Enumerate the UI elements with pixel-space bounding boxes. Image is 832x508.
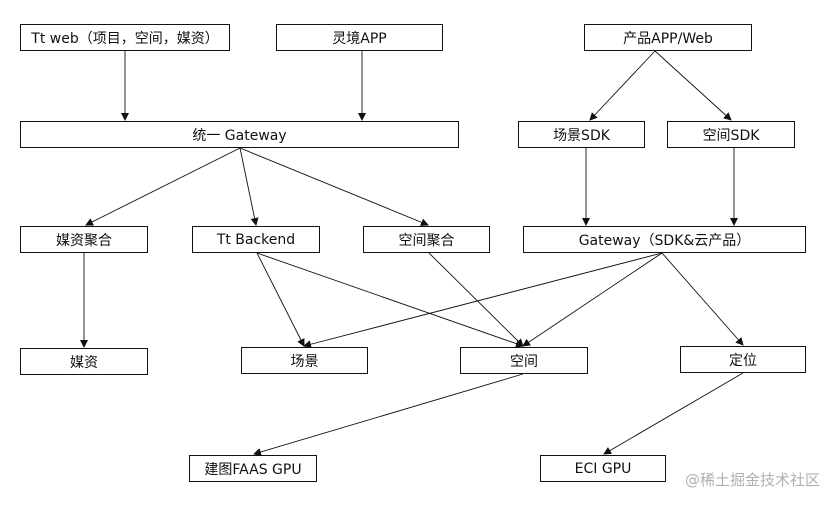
node-media-aggregation: 媒资聚合 <box>20 226 148 253</box>
node-tt-backend: Tt Backend <box>192 226 320 253</box>
edge-product-app-web-to-scene-sdk <box>589 50 656 121</box>
node-product-app-web: 产品APP/Web <box>584 24 752 51</box>
edge-unified-gateway-to-space-aggregation <box>239 147 429 227</box>
edge-unified-gateway-to-tt-backend <box>239 147 259 226</box>
node-space: 空间 <box>460 347 588 374</box>
node-tt-web: Tt web（项目，空间，媒资） <box>20 24 230 51</box>
edge-unified-gateway-to-media-aggregation <box>85 147 241 226</box>
node-media: 媒资 <box>20 348 148 375</box>
edge-tt-backend-to-scene <box>256 252 305 347</box>
edge-gateway-sdk-cloud-to-space <box>522 252 663 347</box>
node-lingjing-app: 灵境APP <box>276 24 443 51</box>
edge-tt-backend-to-space <box>256 252 524 348</box>
node-unified-gateway: 统一 Gateway <box>20 121 459 148</box>
node-space-sdk: 空间SDK <box>667 121 795 148</box>
node-gateway-sdk-cloud: Gateway（SDK&云产品） <box>523 226 806 253</box>
watermark: @稀土掘金技术社区 <box>684 471 820 489</box>
node-eci-gpu: ECI GPU <box>540 455 666 482</box>
edge-gateway-sdk-cloud-to-positioning <box>661 252 744 346</box>
node-positioning: 定位 <box>680 346 806 373</box>
edge-positioning-to-eci-gpu <box>603 372 744 455</box>
node-scene: 场景 <box>241 347 368 374</box>
edge-space-aggregation-to-space <box>428 252 524 347</box>
edge-product-app-web-to-space-sdk <box>654 50 732 121</box>
node-modeling-faas-gpu: 建图FAAS GPU <box>189 455 317 482</box>
node-scene-sdk: 场景SDK <box>518 121 645 148</box>
edge-space-to-modeling-faas-gpu <box>253 373 524 456</box>
edge-gateway-sdk-cloud-to-scene <box>303 252 663 349</box>
node-space-aggregation: 空间聚合 <box>363 226 490 253</box>
